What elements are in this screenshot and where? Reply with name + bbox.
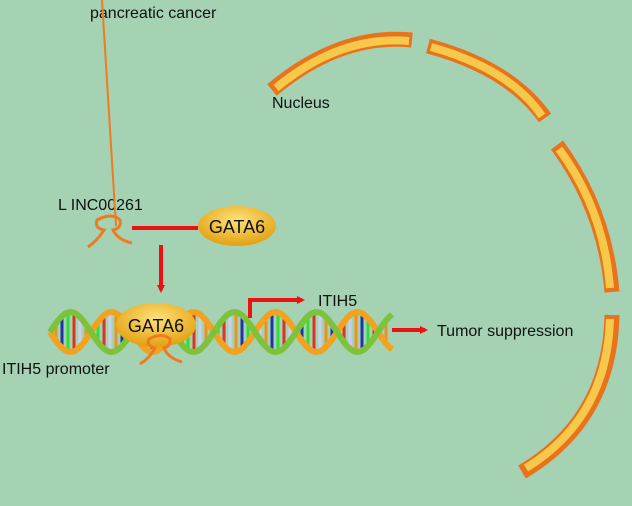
promoter-label: ITIH5 promoter <box>2 361 110 378</box>
outcome-label: Tumor suppression <box>437 323 573 340</box>
svg-text:GATA6: GATA6 <box>128 316 184 336</box>
transcription-arrow <box>248 296 305 318</box>
gata6-protein-bound: GATA6 <box>116 303 196 347</box>
gene-label: ITIH5 <box>318 293 357 310</box>
lnc-label: L INC00261 <box>58 197 143 214</box>
title: pancreatic cancer <box>90 5 217 22</box>
dna-helix <box>47 308 395 356</box>
dna-strand <box>47 308 395 356</box>
lncrna-bound-icon <box>139 334 183 366</box>
lncrna-icon <box>87 0 133 249</box>
gata6-protein-top: GATA6 <box>198 206 276 246</box>
svg-text:GATA6: GATA6 <box>209 217 265 237</box>
nuclear-membrane <box>267 31 620 479</box>
nucleus-label: Nucleus <box>272 95 330 112</box>
dna-strand <box>47 308 395 356</box>
